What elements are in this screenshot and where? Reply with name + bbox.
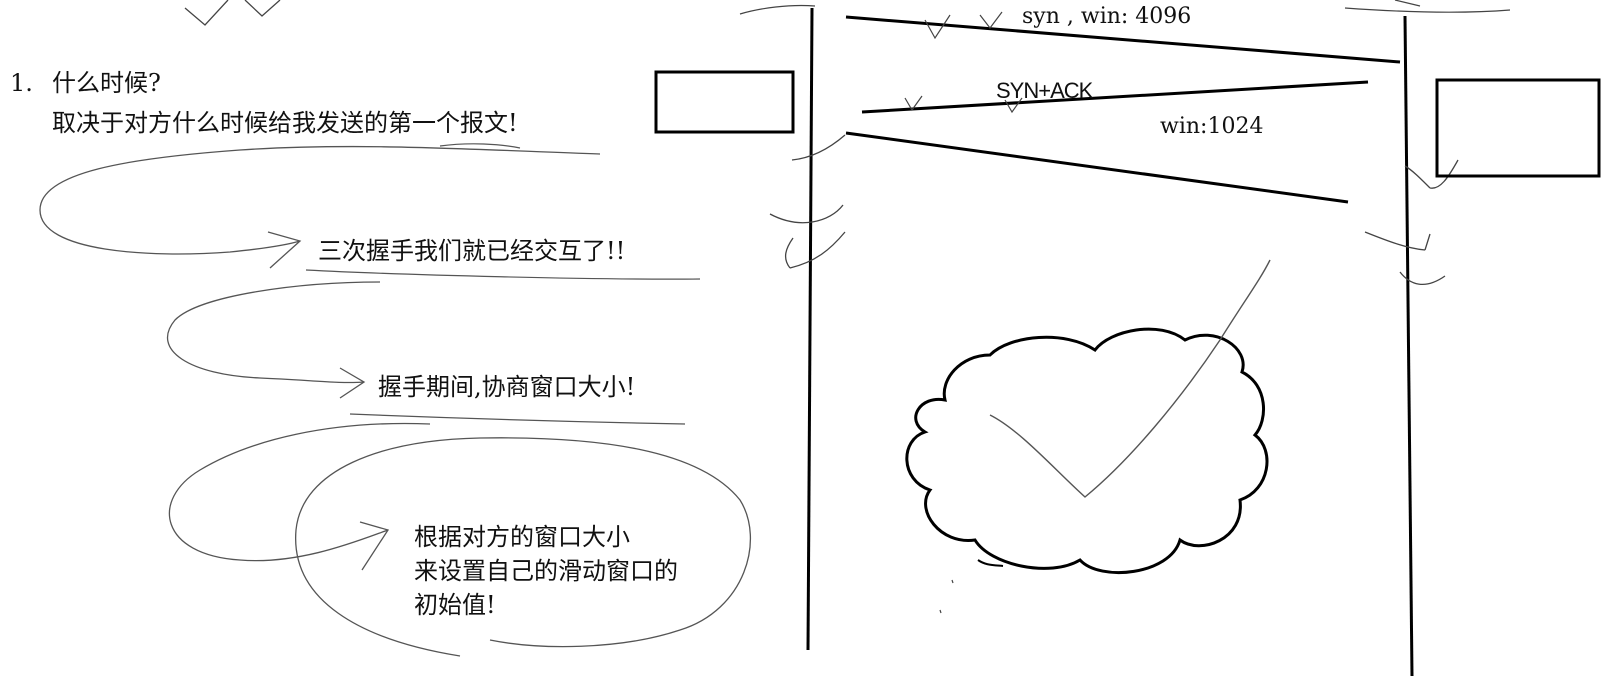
- negotiate-text: 握手期间,协商窗口大小!: [378, 373, 636, 401]
- question-text: 什么时候?: [52, 69, 161, 97]
- arrowhead-3: [359, 521, 390, 571]
- cloud-dots: [939, 579, 954, 614]
- win-label: win:1024: [1160, 114, 1264, 139]
- server-window-box: [1435, 78, 1601, 178]
- check-icon: [989, 259, 1271, 498]
- stray-scribble-top-left: [184, 0, 281, 26]
- loop-arrow-1: [39, 145, 601, 255]
- underline-answer: [439, 143, 521, 149]
- answer-text: 取决于对方什么时候给我发送的第一个报文!: [52, 109, 518, 137]
- stray-scribble-top: [739, 4, 816, 15]
- bracket-left-1: [791, 134, 846, 161]
- bracket-right-3: [1399, 271, 1446, 285]
- arrowhead-1: [267, 231, 302, 269]
- handshake-text: 三次握手我们就已经交互了!!: [318, 237, 626, 265]
- set-window-line-2: 来设置自己的滑动窗口的: [414, 557, 678, 585]
- loop-arrow-3: [168, 422, 431, 562]
- bracket-left-3: [784, 231, 846, 269]
- check-scribble-syn: [924, 11, 1003, 40]
- underline-negotiate: [349, 413, 686, 425]
- synack-label: SYN+ACK: [996, 78, 1093, 103]
- set-window-line-3: 初始值!: [414, 591, 496, 619]
- list-number: 1.: [10, 69, 33, 97]
- set-window-line-1: 根据对方的窗口大小: [414, 523, 630, 551]
- cloud-shape: [905, 327, 1269, 574]
- server-timeline: [1403, 15, 1414, 676]
- bracket-left-2: [769, 204, 844, 224]
- stray-scribble-top-right: [1344, 0, 1511, 13]
- arrowhead-2: [339, 367, 366, 399]
- client-timeline: [806, 7, 814, 651]
- loop-arrow-2: [166, 281, 381, 384]
- bracket-right-2: [1364, 231, 1431, 251]
- oval-outline: [295, 437, 752, 657]
- cloud-tail: [977, 559, 1004, 567]
- bracket-right-1: [1404, 159, 1459, 189]
- syn-label: syn , win: 4096: [1022, 4, 1192, 29]
- syn-arrow: [845, 15, 1401, 64]
- client-window-box: [654, 70, 795, 134]
- underline-handshake: [305, 269, 701, 280]
- synack-arrow: [861, 80, 1369, 114]
- ack-arrow: [845, 131, 1349, 204]
- check-scribble-synack: [904, 95, 1023, 114]
